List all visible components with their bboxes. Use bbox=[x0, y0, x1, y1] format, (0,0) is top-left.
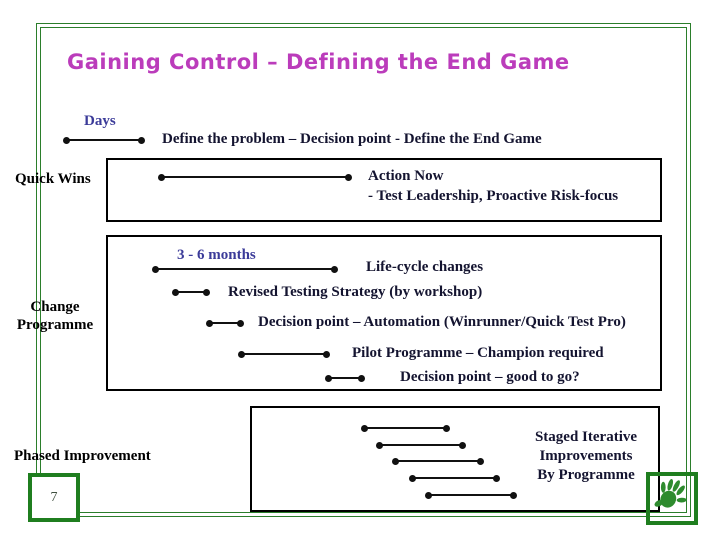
staged-bar-2 bbox=[376, 441, 466, 449]
good-to-go-caption: Decision point – good to go? bbox=[400, 369, 580, 385]
staged-caption-line3: By Programme bbox=[537, 467, 635, 483]
staged-caption-line2: Improvements bbox=[539, 448, 633, 464]
good-to-go-timeline-bar bbox=[325, 374, 365, 382]
staged-bar-3 bbox=[392, 457, 484, 465]
lifecycle-timeline-bar bbox=[152, 265, 338, 273]
quick-wins-label: Quick Wins bbox=[15, 171, 91, 187]
pilot-timeline-bar bbox=[238, 350, 330, 358]
change-programme-label-line2: Programme bbox=[16, 317, 94, 333]
page-number: 7 bbox=[50, 489, 58, 505]
define-problem-caption: Define the problem – Decision point - De… bbox=[162, 131, 542, 147]
action-now-detail: - Test Leadership, Proactive Risk-focus bbox=[368, 188, 619, 204]
quick-wins-timeline-bar bbox=[158, 173, 352, 181]
slide-title: Gaining Control – Defining the End Game bbox=[67, 50, 570, 74]
phased-improvement-box bbox=[250, 406, 660, 512]
phased-improvement-label: Phased Improvement bbox=[14, 448, 151, 464]
automation-caption: Decision point – Automation (Winrunner/Q… bbox=[258, 314, 626, 330]
days-timeline-bar bbox=[63, 136, 145, 144]
quick-wins-box bbox=[106, 158, 662, 222]
slide-frame bbox=[36, 23, 691, 517]
hand-badge bbox=[646, 472, 698, 525]
pilot-caption: Pilot Programme – Champion required bbox=[352, 345, 604, 361]
change-programme-box bbox=[106, 235, 662, 391]
staged-bar-4 bbox=[409, 474, 500, 482]
staged-caption-line1: Staged Iterative bbox=[534, 429, 638, 445]
revised-strategy-caption: Revised Testing Strategy (by workshop) bbox=[228, 284, 483, 300]
action-now-title: Action Now bbox=[368, 168, 444, 184]
days-duration-label: Days bbox=[84, 113, 116, 129]
months-duration-label: 3 - 6 months bbox=[177, 247, 256, 263]
revised-strategy-timeline-bar bbox=[172, 288, 210, 296]
staged-bar-5 bbox=[425, 491, 517, 499]
slide-frame-inner bbox=[40, 27, 687, 513]
change-programme-label: Change Programme bbox=[12, 298, 98, 334]
change-programme-label-line1: Change bbox=[30, 299, 80, 315]
lifecycle-caption: Life-cycle changes bbox=[366, 259, 484, 275]
staged-caption: Staged Iterative Improvements By Program… bbox=[528, 428, 644, 485]
page-number-badge: 7 bbox=[28, 473, 80, 522]
handprint-icon bbox=[652, 476, 692, 521]
automation-timeline-bar bbox=[206, 319, 244, 327]
staged-bar-1 bbox=[361, 424, 450, 432]
